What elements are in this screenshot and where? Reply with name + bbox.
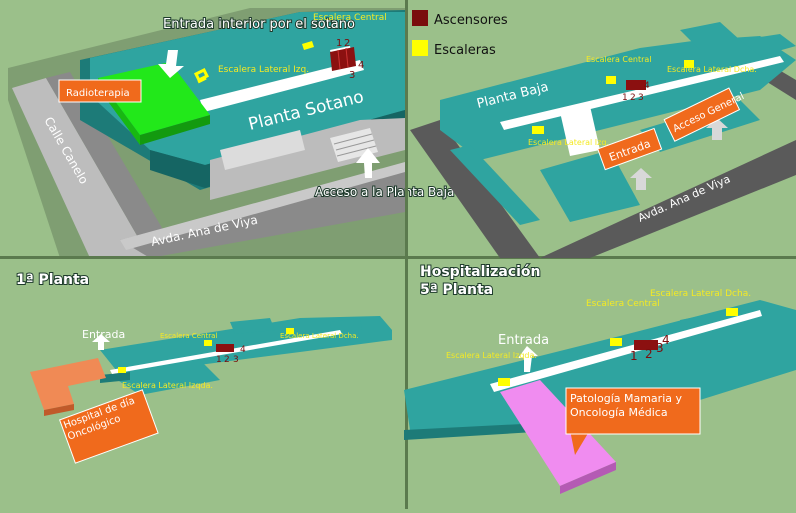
stair-center-label-baja: Escalera Central [586, 55, 652, 64]
stair-icon-baja [532, 60, 694, 134]
quinta-elevator-number-2: 2 [645, 347, 653, 361]
patologia-block [500, 380, 616, 494]
primera-elevator-number-1: 1 [216, 355, 222, 365]
primera-entrance-arrow-icon [92, 334, 110, 350]
elevator-numbers-primera: 1 2 3 4 [216, 345, 246, 365]
elevator-number-4: 4 [358, 60, 364, 71]
quinta-entrance-arrow-icon [518, 346, 538, 372]
quinta-stair-center-label: Escalera Central [586, 299, 660, 309]
baja-elevator-number-1: 1 [622, 93, 628, 103]
stair-left-label: Escalera Lateral Izq. [218, 65, 309, 75]
patologia-tag-label: Patología Mamaria y Oncología Médica [570, 392, 682, 419]
stair-center-label: Escalera Central [313, 13, 387, 23]
primera-stair-right-label: Escalera Lateral Dcha. [280, 332, 359, 340]
stair-icon-quinta [498, 308, 738, 386]
street-calle-canelo [12, 78, 150, 258]
elevator-numbers-quinta: 1 2 3 4 [630, 333, 670, 363]
entrance-label-line1: Entrada interior por el sotano [163, 17, 355, 32]
quinta-entrance-label: Entrada [498, 333, 549, 348]
elevator-icon-baja [626, 80, 646, 90]
elevator-icon [330, 47, 356, 71]
street-avda-baja [540, 140, 796, 258]
quinta-stair-right-label: Escalera Lateral Dcha. [650, 289, 751, 299]
baja-elevator-number-3: 3 [638, 93, 644, 103]
primera-elevator-number-3: 3 [233, 355, 239, 365]
legend-stairs-label: Escaleras [434, 43, 496, 58]
primera-stair-center-label: Escalera Central [160, 332, 217, 340]
quinta-elevator-number-4: 4 [662, 333, 670, 347]
baja-building [440, 22, 796, 225]
elevator-icon-quinta [634, 340, 658, 350]
baja-elevator-number-2: 2 [630, 93, 636, 103]
quinta-elevator-number-3: 3 [656, 341, 664, 355]
elevator-numbers: 1 2 3 4 [336, 38, 364, 81]
primera-stair-left-label: Escalera Lateral Izqda. [122, 381, 213, 390]
radioterapia-tag: Radioterapia [58, 79, 142, 103]
stair-icon [193, 41, 314, 84]
panel-sotano: Entrada interior por el sotano Escalera … [0, 0, 455, 258]
stair-right-label-baja: Escalera Lateral Dcha. [667, 65, 757, 74]
primera-title: 1ª Planta [16, 272, 89, 288]
access-label: Acceso a la Planta Baja [315, 185, 454, 199]
legend-elevator-label: Ascensores [434, 13, 508, 28]
patologia-tag: Patología Mamaria y Oncología Médica [565, 387, 701, 455]
divider-vertical-bottom [405, 258, 408, 509]
primera-elevator-number-2: 2 [224, 355, 230, 365]
divider-horizontal [0, 256, 796, 259]
quinta-elevator-number-1: 1 [630, 349, 638, 363]
elevator-numbers-baja: 1 2 3 4 [622, 81, 650, 103]
primera-elevator-number-4: 4 [240, 345, 246, 355]
quinta-stair-left-label: Escalera Lateral Izqda. [446, 351, 537, 360]
hospital-dia-tag-label: Hospital de día Oncológico [62, 395, 137, 443]
street-avda-ana-de-viya-sotano [120, 170, 405, 258]
sotano-corridor [200, 60, 364, 112]
stair-left-label-baja: Escalera Lateral Izq. [528, 138, 609, 147]
elevator-number-3: 3 [349, 70, 355, 81]
panel-quinta: Hospitalización 5ª Planta Entrada Escale… [404, 263, 796, 494]
hospital-dia-block [30, 358, 106, 416]
street-side-baja [410, 120, 540, 258]
divider-vertical [405, 0, 408, 258]
panel-baja: Ascensores Escaleras [410, 10, 796, 258]
panel-primera: 1ª Planta Entrada Escalera Central Escal… [15, 271, 392, 464]
legend-stairs-swatch [412, 40, 428, 56]
elevator-icon-primera [216, 344, 234, 352]
arrow-icon [158, 50, 380, 178]
baja-entrance-tag: Entrada [597, 127, 663, 171]
stair-icon-primera [118, 328, 294, 373]
primera-entrance-label: Entrada [82, 328, 125, 341]
radioterapia-tag-label: Radioterapia [66, 88, 130, 99]
baja-elevator-number-4: 4 [644, 81, 650, 91]
hospital-dia-tag: Hospital de día Oncológico [58, 389, 159, 464]
quinta-title-line2: 5ª Planta [420, 282, 493, 298]
quinta-title-line1: Hospitalización [420, 264, 541, 280]
elevator-number-2: 2 [344, 38, 350, 49]
elevator-number-1: 1 [336, 38, 342, 49]
legend: Ascensores Escaleras [412, 10, 508, 58]
legend-elevator-swatch [412, 10, 428, 26]
